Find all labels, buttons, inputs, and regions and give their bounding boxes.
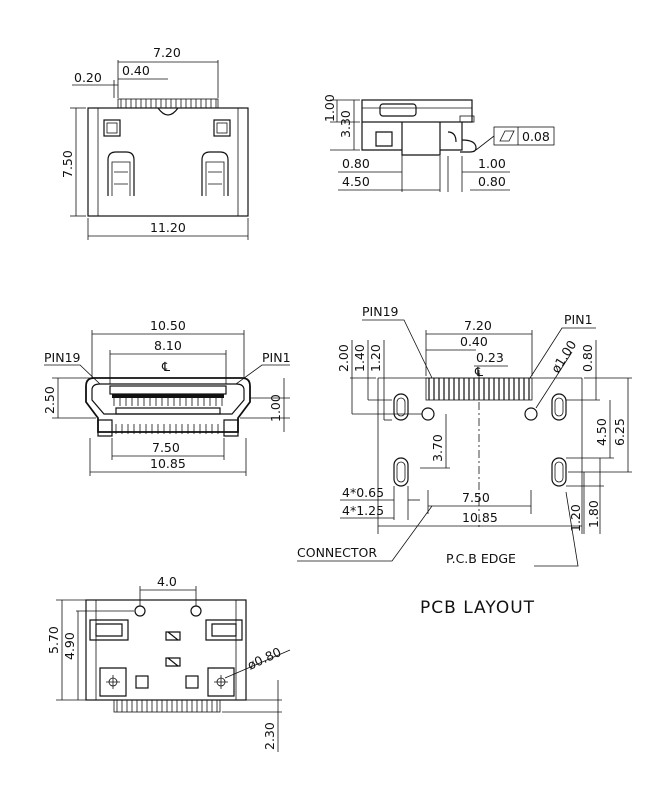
bottom-dim-4-0: 4.0 (157, 574, 177, 589)
side-dim-4-50: 4.50 (342, 174, 370, 189)
bottom-pins (113, 699, 221, 713)
front-centerline-mark: ℄ (161, 359, 170, 374)
pcb-layout-title: PCB LAYOUT (420, 598, 535, 618)
bottom-hole-dia: ø0.80 (245, 644, 284, 673)
pcb-slot-0-65: 4*0.65 (342, 485, 384, 500)
side-view: 1.00 3.30 0.80 4.50 1.00 0.80 0.08 (322, 94, 555, 192)
flatness-value: 0.08 (522, 129, 550, 144)
side-dim-3-30: 3.30 (338, 110, 353, 138)
connector-label: CONNECTOR (297, 545, 377, 560)
top-dim-0-20: 0.20 (74, 70, 102, 85)
pcb-dim-7-50: 7.50 (462, 490, 490, 505)
pcb-dim-6-25: 6.25 (612, 418, 627, 446)
pcb-dim-4-50: 4.50 (594, 418, 609, 446)
pcb-dim-0-80: 0.80 (580, 344, 595, 372)
front-pin1-label: PIN1 (262, 350, 291, 365)
pcb-dim-3-70: 3.70 (430, 434, 445, 462)
side-dim-0-80-b: 0.80 (478, 174, 506, 189)
pcb-dim-2-00: 2.00 (336, 344, 351, 372)
top-dim-7-20: 7.20 (153, 45, 181, 60)
top-view: 7.20 0.40 0.20 7.50 11.20 (60, 45, 249, 240)
bottom-dim-5-70: 5.70 (46, 626, 61, 654)
top-dim-0-40: 0.40 (122, 63, 150, 78)
top-dim-7-50: 7.50 (60, 150, 75, 178)
top-pins (117, 98, 219, 109)
bottom-view: 4.0 5.70 4.90 ø0.80 2.30 (46, 574, 291, 752)
pcb-dim-0-23: 0.23 (476, 350, 504, 365)
pcb-slot-1-25: 4*1.25 (342, 503, 384, 518)
side-dim-1-00-b: 1.00 (478, 156, 506, 171)
front-dim-10-85: 10.85 (150, 456, 186, 471)
pcb-centerline-mark: ℄ (474, 364, 483, 379)
pcb-dim-7-20: 7.20 (464, 318, 492, 333)
front-pin19-label: PIN19 (44, 350, 81, 365)
side-dim-0-80: 0.80 (342, 156, 370, 171)
front-dim-8-10: 8.10 (154, 338, 182, 353)
pcb-dim-1-20: 1.20 (368, 344, 383, 372)
pcb-dim-10-85: 10.85 (462, 510, 498, 525)
top-dim-11-20: 11.20 (150, 220, 186, 235)
front-dim-7-50: 7.50 (152, 440, 180, 455)
pcb-dim-0-40: 0.40 (460, 334, 488, 349)
pcb-layout: ℄ 7.20 0.40 0.23 PIN19 PIN1 2.00 1.40 1.… (297, 304, 632, 618)
front-dim-2-50: 2.50 (42, 386, 57, 414)
pcb-pin19-label: PIN19 (362, 304, 399, 319)
bottom-dim-2-30: 2.30 (262, 722, 277, 750)
pcb-edge-label: P.C.B EDGE (446, 551, 516, 566)
side-dim-1-00: 1.00 (322, 94, 337, 122)
front-view: ℄ 10.50 8.10 PIN19 PIN1 2.50 1.00 7.50 1… (42, 318, 291, 476)
front-dim-1-00: 1.00 (268, 394, 283, 422)
bottom-dim-4-90: 4.90 (62, 632, 77, 660)
pcb-dim-1-80: 1.80 (586, 500, 601, 528)
pcb-pin1-label: PIN1 (564, 312, 593, 327)
front-dim-10-50: 10.50 (150, 318, 186, 333)
pcb-dim-1-40: 1.40 (352, 344, 367, 372)
